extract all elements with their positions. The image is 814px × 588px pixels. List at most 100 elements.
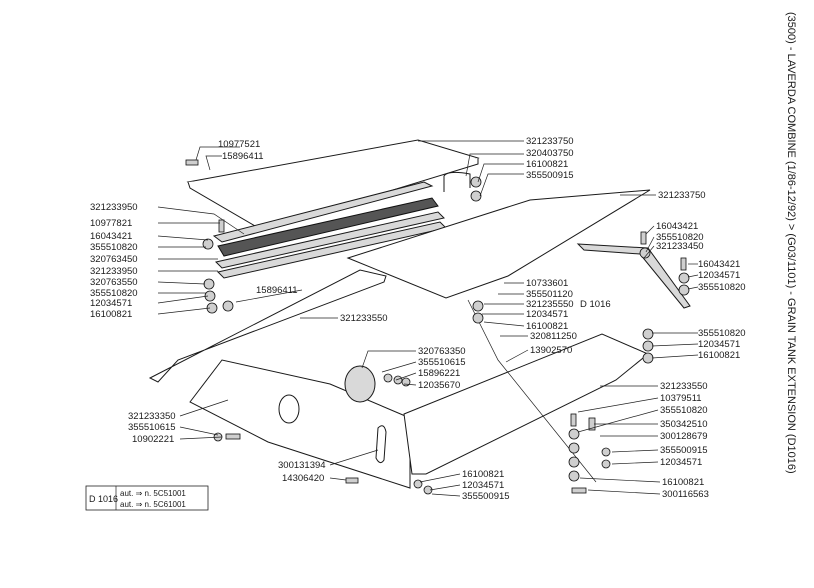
part-label: 300128679	[660, 431, 708, 442]
top-handle-loop	[443, 171, 471, 192]
upper-rail-mesh	[217, 197, 439, 257]
nut-icon	[642, 352, 654, 364]
part-label: 355510820	[656, 232, 704, 243]
part-label: 320763350	[418, 346, 466, 357]
part-label: 350342510	[660, 419, 708, 430]
part-label: 321235550	[526, 299, 574, 310]
nut-icon	[568, 470, 580, 482]
part-label: 15896411	[222, 151, 264, 162]
washer-icon	[383, 373, 393, 383]
washer-icon	[568, 442, 580, 454]
part-label: 321233550	[340, 313, 388, 324]
part-label: 355501120	[526, 289, 573, 300]
round-inspection-cover	[344, 365, 376, 403]
bolt-icon	[345, 477, 359, 484]
washer-icon	[642, 328, 654, 340]
washer-icon	[393, 375, 403, 385]
washer-icon	[413, 479, 423, 489]
part-label: 321233350	[128, 411, 176, 422]
part-label: 355500915	[660, 445, 708, 456]
part-label: 355510615	[418, 357, 466, 368]
nut-icon	[472, 312, 484, 324]
part-label: 16100821	[526, 159, 568, 170]
part-label: 16043421	[698, 259, 740, 270]
part-label: 12034571	[462, 480, 504, 491]
part-label: 355510820	[698, 328, 746, 339]
part-label: 355500915	[526, 170, 574, 181]
leader-lines	[157, 140, 699, 497]
part-label: 321233950	[90, 266, 138, 277]
upper-rail-front	[212, 181, 434, 243]
nut-icon	[470, 190, 482, 202]
legend: D 1016 aut. ⇒ n. 5C51001 aut. ⇒ n. 5C610…	[85, 485, 209, 511]
part-label: 14306420	[282, 473, 324, 484]
washer-icon	[203, 278, 215, 290]
part-label: 321233750	[526, 136, 574, 147]
bolt-icon	[225, 433, 241, 440]
part-label: 300116563	[662, 489, 709, 500]
legend-serial-2: aut. ⇒ n. 5C61001	[120, 500, 186, 509]
part-label: 300131394	[278, 460, 326, 471]
part-label: 15896411	[256, 285, 298, 296]
part-label: 320403750	[526, 148, 574, 159]
part-label: 15896221	[418, 368, 460, 379]
part-label: 355510820	[698, 282, 746, 293]
part-label: 321233950	[90, 202, 138, 213]
left-side-panel	[148, 269, 387, 383]
part-label: 12034571	[660, 457, 702, 468]
washer-icon	[639, 247, 651, 259]
part-label: 10733601	[526, 278, 568, 289]
nut-icon	[568, 456, 580, 468]
part-label: 16100821	[662, 477, 704, 488]
part-label: 16100821	[698, 350, 740, 361]
nut-icon	[204, 290, 216, 302]
bolt-icon	[680, 257, 687, 271]
part-label: 16100821	[90, 309, 132, 320]
part-label: 355510820	[90, 288, 138, 299]
inspection-hole	[278, 394, 300, 424]
bolt-icon	[185, 159, 199, 166]
hardware	[185, 159, 690, 495]
part-label: 321233550	[660, 381, 708, 392]
part-label: 355510820	[90, 242, 138, 253]
part-label: 12034571	[90, 298, 132, 309]
part-label: 320763550	[90, 277, 138, 288]
nut-icon	[678, 284, 690, 296]
part-label: 16043421	[90, 231, 132, 242]
parts-drawing	[148, 139, 691, 489]
part-label: 12034571	[698, 270, 740, 281]
washer-icon	[222, 300, 234, 312]
handle	[375, 425, 387, 464]
large-cover-panel	[346, 189, 651, 299]
part-label: 10902221	[132, 434, 174, 445]
part-label: 321233450	[656, 241, 704, 252]
part-label: 13902570	[530, 345, 572, 356]
part-label: 320763450	[90, 254, 138, 265]
nut-icon	[401, 377, 411, 387]
part-label: 16100821	[526, 321, 568, 332]
side-title: (3500) - LAVERDA COMBINE (1/86-12/92) > …	[785, 12, 797, 474]
legend-drawing-code: D 1016	[89, 494, 118, 504]
part-label: 10977521	[218, 139, 260, 150]
bolt-icon	[570, 413, 577, 427]
part-label: 12035670	[418, 380, 460, 391]
washer-icon	[568, 428, 580, 440]
part-label: 10379511	[660, 393, 702, 404]
part-label: 10977821	[90, 218, 132, 229]
bolt-icon	[218, 219, 225, 233]
legend-box	[85, 485, 209, 511]
part-label: 12034571	[526, 309, 568, 320]
washer-icon	[678, 272, 690, 284]
part-label: 321233750	[658, 190, 706, 201]
nut-icon	[642, 340, 654, 352]
washer-icon	[472, 300, 484, 312]
nut-icon	[601, 459, 611, 469]
upper-rail-lower	[215, 211, 445, 269]
part-label: D 1016	[580, 299, 611, 310]
part-label: 12034571	[698, 339, 740, 350]
part-label: 355510820	[660, 405, 708, 416]
part-label: 355500915	[462, 491, 510, 502]
legend-serial-1: aut. ⇒ n. 5C51001	[120, 489, 186, 498]
washer-icon	[601, 447, 611, 457]
